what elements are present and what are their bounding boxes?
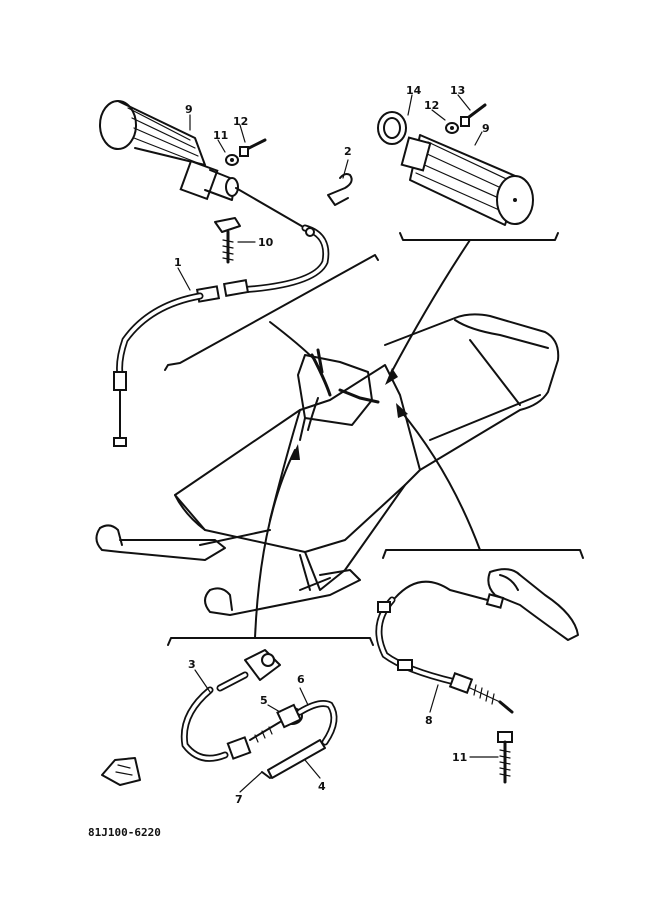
right-grip	[400, 134, 534, 226]
callout-labels: 9 11 12 2 10 1 14 12 13 9 3 5 6 7 4 8 11	[174, 84, 490, 806]
right-ski	[204, 569, 361, 616]
diagram-code: 81J100-6220	[88, 826, 161, 839]
left-screw	[239, 138, 267, 157]
callout-1: 1	[174, 256, 182, 269]
callout-13: 11	[452, 751, 467, 764]
bolt	[497, 731, 513, 784]
right-screw	[460, 103, 487, 127]
callout-5: 5	[260, 694, 268, 707]
brake-cable	[375, 580, 514, 714]
right-washer	[445, 122, 459, 134]
callout-8: 8	[425, 714, 433, 727]
switch-tube	[261, 739, 326, 779]
left-washer	[225, 154, 239, 166]
switch-lead	[296, 700, 338, 746]
callout-9-left: 9	[185, 103, 193, 116]
callout-2: 2	[344, 145, 352, 158]
front-arrow-icon	[101, 757, 141, 786]
clip	[327, 173, 353, 206]
callout-6: 6	[297, 673, 305, 686]
callout-leaders	[177, 94, 499, 793]
callout-3: 3	[188, 658, 196, 671]
callout-7: 7	[235, 793, 243, 806]
switch-connector	[249, 703, 303, 743]
callout-11-right: 12	[424, 99, 439, 112]
choke-lever	[214, 217, 241, 264]
left-ski	[95, 524, 271, 561]
callout-14: 14	[406, 84, 422, 97]
snowmobile-body	[174, 313, 560, 591]
callout-9-right: 9	[482, 122, 490, 135]
callout-4: 4	[318, 780, 326, 793]
callout-11-left: 11	[213, 129, 228, 142]
leader-lines	[164, 232, 584, 646]
callout-12-left: 12	[233, 115, 248, 128]
throttle-cable	[113, 187, 330, 447]
brake-lever	[487, 568, 579, 641]
callout-12-right: 13	[450, 84, 465, 97]
callout-10: 10	[258, 236, 274, 249]
left-grip	[99, 100, 239, 201]
switch-cord	[180, 649, 281, 762]
ring	[377, 111, 407, 145]
